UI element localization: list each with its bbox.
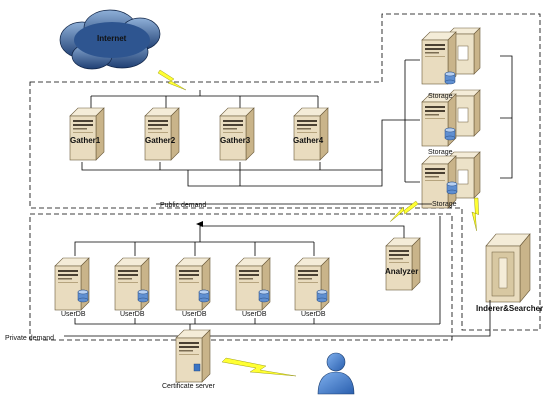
storage-links: [404, 55, 513, 183]
storage-label: Storage: [432, 201, 457, 208]
gather-server: [219, 107, 255, 161]
private-demand-label: Private demand: [5, 335, 54, 342]
userdb-label: UserDB: [301, 311, 326, 318]
gather-server: [144, 107, 180, 161]
analyzer-link-lightning-icon: [390, 195, 419, 229]
userdb-db-icon: [198, 289, 210, 303]
certificate-server-label: Certificate server: [162, 383, 216, 390]
analyzer-label: Analyzer: [385, 267, 418, 276]
user-link-lightning-icon: [221, 357, 297, 377]
userdb-label: UserDB: [61, 311, 86, 318]
indexer-label: Inderer&Searcher: [476, 304, 543, 313]
gather-bottom-bus: [81, 119, 405, 187]
userdb-db-icon: [258, 289, 270, 303]
indexer-link-lightning-icon: [460, 196, 494, 231]
storage-db-icon: [444, 71, 456, 85]
userdb-label: UserDB: [182, 311, 207, 318]
internet-cloud-icon: [59, 9, 161, 70]
internet-label: Internet: [97, 34, 127, 43]
internet-link-lightning-icon: [157, 69, 187, 91]
userdb-label: UserDB: [242, 311, 267, 318]
storage-label: Storage: [428, 149, 453, 156]
analyzer-server: [385, 237, 421, 291]
userdb-db-icon: [137, 289, 149, 303]
gather-label: Gather2: [145, 136, 176, 145]
storage-server: [422, 152, 480, 208]
private-boundary: [29, 213, 453, 341]
storage-db-icon: [444, 127, 456, 141]
gather-label: Gather4: [293, 136, 324, 145]
storage-label: Storage: [428, 93, 453, 100]
userdb-server: [294, 257, 330, 311]
gather-bus: [90, 90, 319, 108]
userdb-top-bus: [74, 225, 405, 256]
userdb-bottom-bus: [74, 216, 441, 338]
userdb-label: UserDB: [120, 311, 145, 318]
indexer-searcher-server: [485, 233, 531, 303]
userdb-db-icon: [316, 289, 328, 303]
public-demand-label: Public demand: [160, 202, 206, 209]
user-icon: [317, 352, 355, 395]
storage-db-icon: [446, 181, 458, 195]
gather-label: Gather1: [70, 136, 101, 145]
userdb-db-icon: [77, 289, 89, 303]
gather-server: [293, 107, 329, 161]
gather-server: [69, 107, 105, 161]
certificate-server: [175, 329, 211, 383]
gather-label: Gather3: [220, 136, 251, 145]
